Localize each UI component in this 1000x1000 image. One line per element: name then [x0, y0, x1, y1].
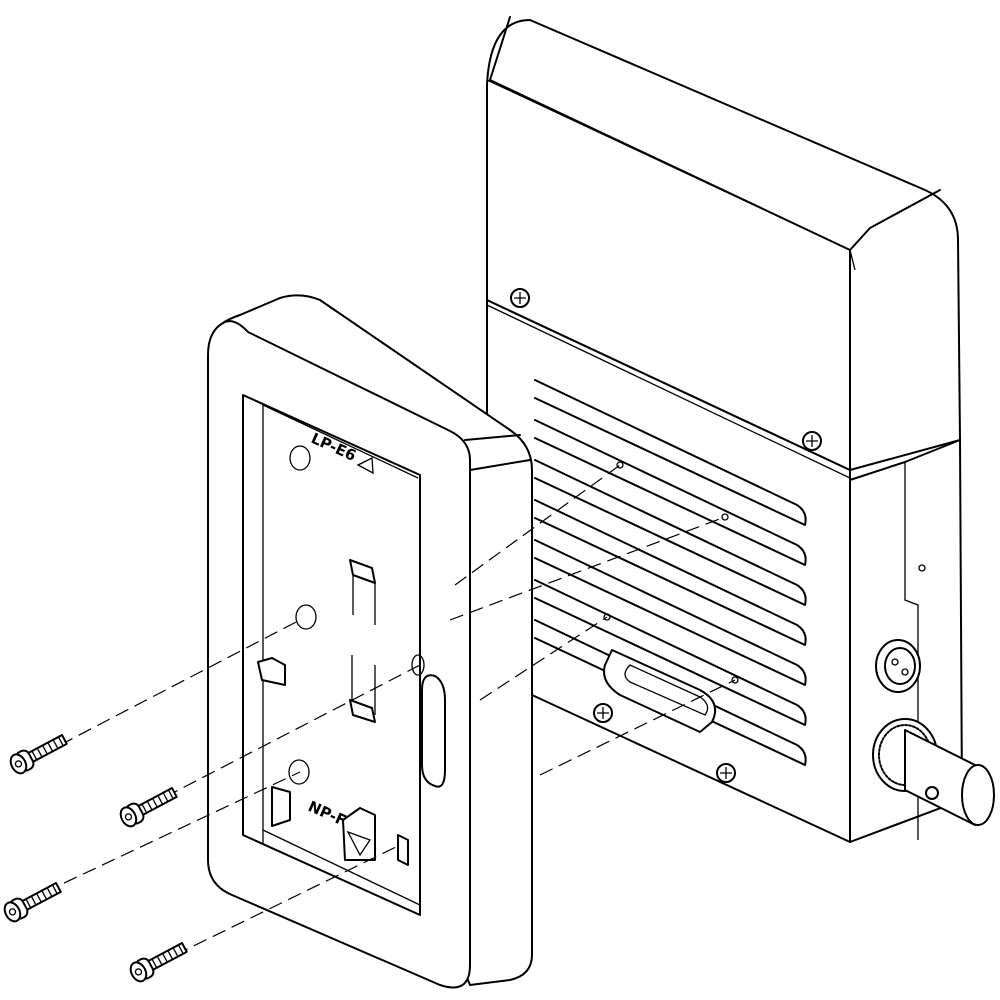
cap-screw-icon — [119, 787, 178, 828]
wireless-unit-body — [486, 16, 995, 843]
power-connector — [875, 639, 921, 693]
cap-screw-icon — [9, 734, 68, 775]
battery-adapter-frame: LP-E6 NP-F — [207, 294, 533, 989]
bnc-connector — [872, 718, 995, 826]
phillips-screw-icon — [510, 288, 822, 783]
alignment-lines — [44, 464, 736, 956]
cap-screws — [3, 734, 188, 983]
cap-screw-icon — [129, 942, 188, 983]
vent-slots — [534, 379, 807, 766]
cap-screw-icon — [3, 882, 62, 923]
